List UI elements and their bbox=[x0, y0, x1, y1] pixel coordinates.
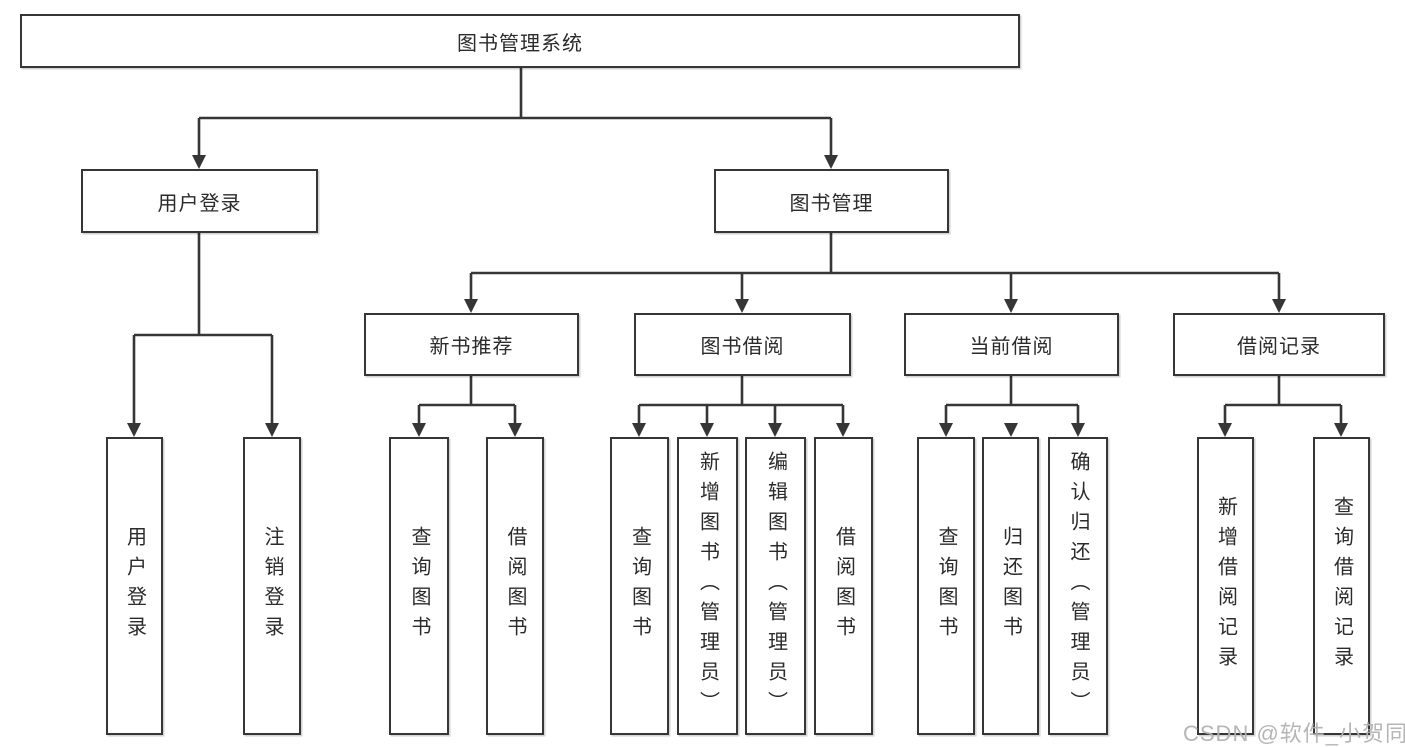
node-current-borrowing: 当前借阅 bbox=[904, 313, 1119, 376]
leaf-query-book-borrowing: 查询图书 bbox=[610, 437, 669, 735]
node-book-management: 图书管理 bbox=[714, 169, 949, 233]
arrowheads bbox=[127, 155, 1348, 437]
node-new-book-recommendation: 新书推荐 bbox=[364, 313, 579, 376]
leaf-edit-book-admin: 编辑图书（管理员） bbox=[745, 437, 806, 735]
leaf-borrow-book-recommend: 借阅图书 bbox=[486, 437, 544, 735]
leaf-query-borrow-record: 查询借阅记录 bbox=[1313, 437, 1370, 735]
node-book-borrowing: 图书借阅 bbox=[634, 313, 851, 376]
leaf-add-borrow-record: 新增借阅记录 bbox=[1197, 437, 1254, 735]
leaf-query-book-recommend: 查询图书 bbox=[389, 437, 449, 735]
node-borrowing-records: 借阅记录 bbox=[1173, 313, 1385, 376]
leaf-return-book: 归还图书 bbox=[982, 437, 1039, 735]
leaf-borrow-book: 借阅图书 bbox=[814, 437, 873, 735]
leaf-user-login: 用户登录 bbox=[106, 437, 163, 735]
watermark: CSDN @软件_小贺同学 bbox=[1183, 721, 1405, 746]
node-user-login: 用户登录 bbox=[81, 169, 318, 233]
leaf-add-book-admin: 新增图书（管理员） bbox=[677, 437, 738, 735]
leaf-confirm-return-admin: 确认归还（管理员） bbox=[1048, 437, 1108, 735]
leaf-logout: 注销登录 bbox=[243, 437, 301, 735]
leaf-query-book-current: 查询图书 bbox=[917, 437, 975, 735]
node-library-management-system: 图书管理系统 bbox=[20, 14, 1020, 68]
